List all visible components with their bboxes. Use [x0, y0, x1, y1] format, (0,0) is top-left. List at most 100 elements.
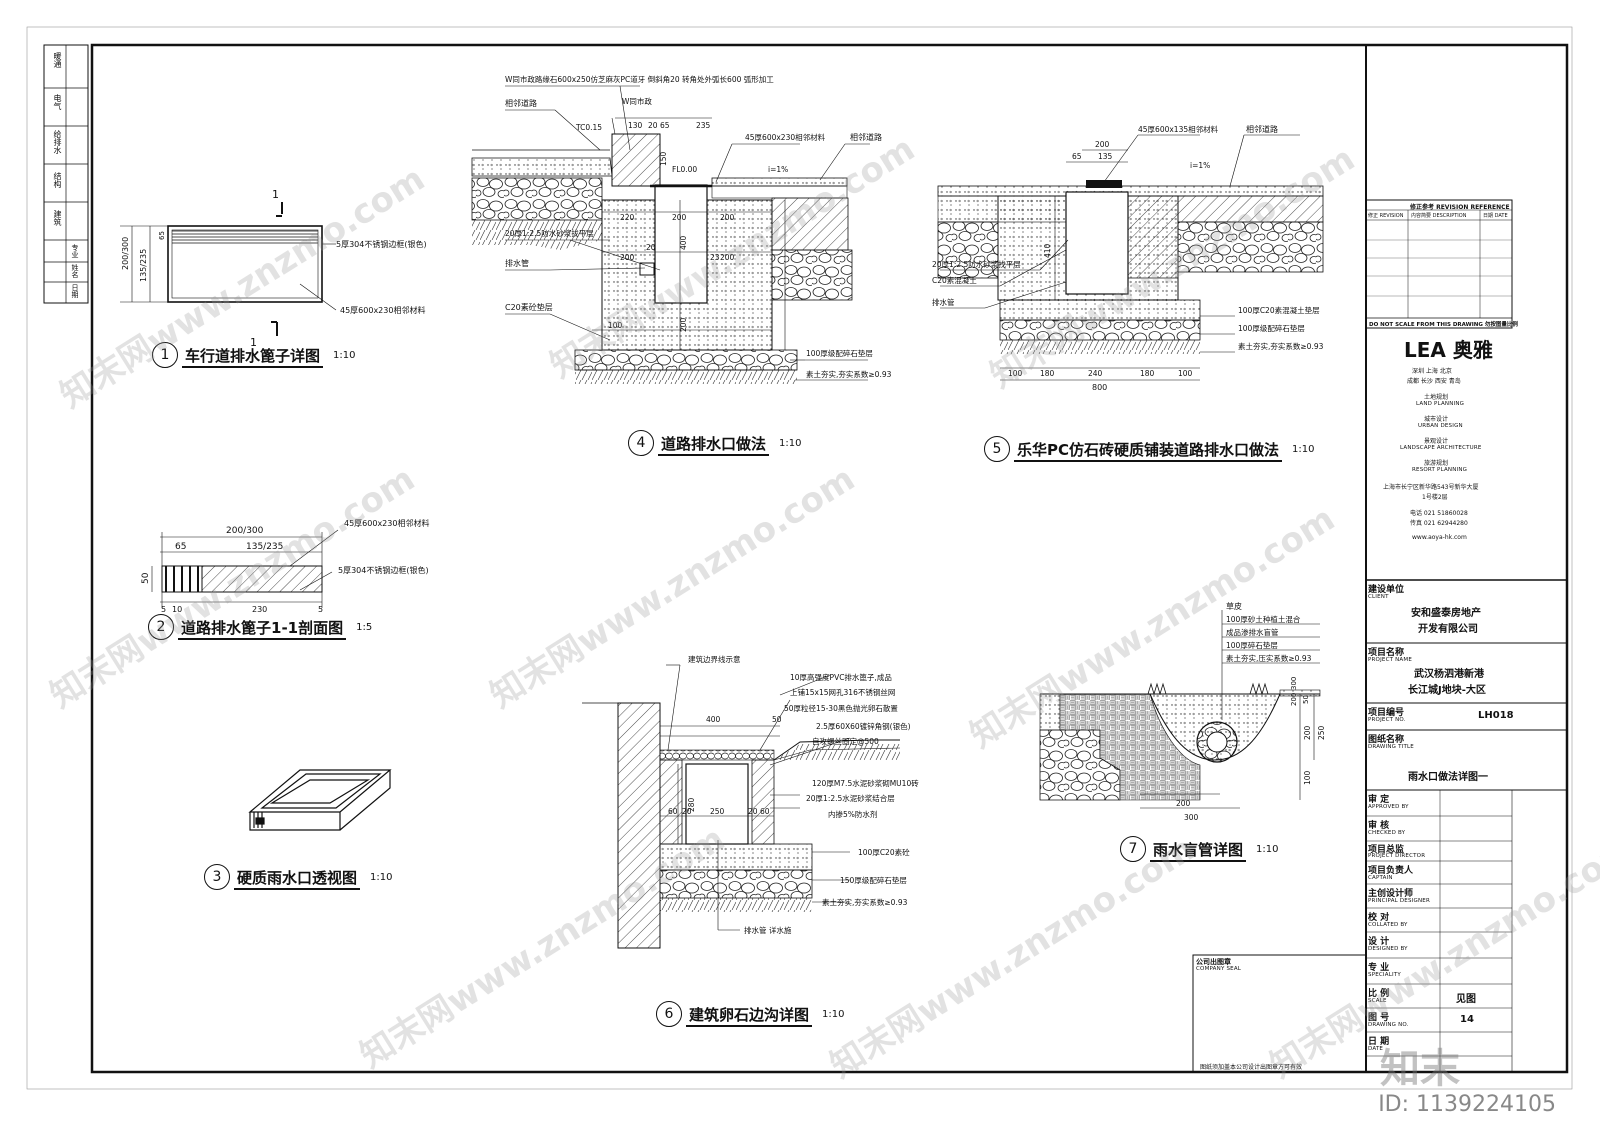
drawing-6-labels: 建筑边界线示意 10厚高强度PVC排水篦子,成品 上铺15x15网孔316不锈钢…	[668, 654, 919, 935]
role-drawing-no-en: DRAWING NO.	[1368, 1022, 1409, 1028]
d6-dim-400: 400	[706, 715, 721, 724]
d1-dim-width: 200/300	[121, 237, 130, 270]
caption-6-title: 建筑卵石边沟详图	[686, 1005, 813, 1027]
d6-note-pipe: 排水管 详水施	[744, 925, 792, 935]
d6-dim-280: 280	[687, 797, 696, 812]
d4-note-curb: W同市政路缘石600x250仿芝麻灰PC道牙 倒斜角20 转角处外弧长600 弧…	[505, 74, 774, 84]
d7-note-soil-mix: 100厚砂土种植土混合	[1226, 614, 1301, 624]
caption-5-title: 乐华PC仿石砖硬质铺装道路排水口做法	[1014, 440, 1283, 462]
role-checked: 审 核	[1368, 821, 1390, 831]
d5-dim-100b: 100	[1178, 369, 1193, 378]
side-electric: 电气	[53, 94, 62, 110]
role-date: 日 期	[1368, 1037, 1390, 1047]
d6-dim-60a: 60	[668, 807, 678, 816]
revision-col-description: 内容简要 DESCRIPTION	[1411, 213, 1467, 219]
d7-dim-50: 50	[1302, 695, 1310, 704]
service-resort-en: RESORT PLANNING	[1412, 467, 1468, 473]
d4-note-concrete: C20素砼垫层	[505, 302, 553, 312]
image-id: ID: 1139224105	[1378, 1092, 1556, 1117]
drawing-title-label-en: DRAWING TITLE	[1368, 744, 1414, 750]
role-approved: 审 定	[1368, 795, 1390, 805]
d5-note-mortar: 20厚1:2.5防水砂浆找平层	[932, 259, 1021, 269]
d6-note-grate: 10厚高强度PVC排水篦子,成品	[790, 672, 892, 682]
d6-dim-250: 250	[710, 807, 725, 816]
d7-note-grass: 草皮	[1226, 601, 1242, 611]
d6-dim-60b: 60	[760, 807, 770, 816]
role-principal-en: PRINCIPAL DESIGNER	[1368, 898, 1430, 904]
d1-note-material: 45厚600x230相邻材料	[340, 305, 425, 315]
d7-dim-300b: 300	[1290, 677, 1298, 690]
d4-dim-fl: FL0.00	[672, 165, 697, 174]
drawing-number: 14	[1460, 1014, 1474, 1025]
d5-dim-65: 65	[1072, 152, 1082, 161]
service-land-cn: 土地规划	[1424, 394, 1449, 401]
revision-header: 修正参考 REVISION REFERENCE	[1410, 204, 1510, 211]
caption-1-number: 1	[152, 342, 178, 368]
drawing-7-labels: 草皮 100厚砂土种植土混合 成品渗排水盲管 100厚碎石垫层 素土夯实,压实系…	[1176, 601, 1326, 822]
side-strip	[43, 44, 89, 304]
d2-dim-230: 230	[252, 605, 267, 614]
d6-note-screw: 自攻螺丝固定@500	[812, 736, 879, 746]
company-tel: 电话 021 51860028	[1410, 510, 1468, 517]
client-label-en: CLIENT	[1368, 594, 1389, 600]
title-block-grid	[1192, 199, 1567, 1073]
d4-dim-100: 100	[608, 321, 623, 330]
d5-dim-180a: 180	[1040, 369, 1055, 378]
caption-4-scale: 1:10	[779, 437, 802, 449]
role-scale: 比 例	[1368, 989, 1390, 999]
caption-4-number: 4	[628, 430, 654, 456]
d5-note-concrete: C20素混凝土	[932, 275, 977, 285]
d7-dim-300a: 300	[1184, 813, 1199, 822]
d6-note-concrete: 100厚C20素砼	[858, 847, 910, 857]
company-seal-note: 图纸须加盖本公司设计出图章方可有效	[1200, 1064, 1303, 1071]
caption-5-scale: 1:10	[1292, 443, 1315, 455]
role-drawing-no: 图 号	[1368, 1013, 1390, 1023]
d1-section-mark-bottom: 1	[250, 336, 257, 349]
caption-2-title: 道路排水篦子1-1剖面图	[178, 618, 347, 640]
d4-dim-200c: 200	[620, 253, 635, 262]
drawing-5-labels: 45厚600x135相邻材料 相邻道路 i=1% 20厚1:2.5防水砂浆找平层…	[932, 124, 1324, 392]
d7-dim-250: 250	[1317, 725, 1326, 740]
d4-dim-235: 235	[696, 121, 711, 130]
d4-dim-20b: 20	[646, 243, 656, 252]
caption-7-scale: 1:10	[1256, 843, 1279, 855]
drawing-7-section	[1039, 610, 1321, 809]
d6-dim-20a: 20	[682, 807, 692, 816]
role-director-en: PROJECT DIRECTOR	[1368, 853, 1426, 859]
client-name-2: 开发有限公司	[1418, 624, 1478, 635]
d5-note-pipe: 排水管	[932, 297, 955, 307]
d6-note-soil: 素土夯实,夯实系数≥0.93	[822, 897, 908, 907]
d6-note-angle: 2.5厚60X60镀锌角钢(银色)	[816, 721, 911, 731]
caption-6-scale: 1:10	[822, 1008, 845, 1020]
caption-4-title: 道路排水口做法	[658, 434, 770, 456]
d2-note-frame: 5厚304不锈钢边框(银色)	[338, 565, 429, 575]
d5-dim-135: 135	[1098, 152, 1113, 161]
d6-note-mesh: 上铺15x15网孔316不锈钢丝网	[790, 687, 895, 697]
d2-dim-5a: 5	[161, 605, 166, 614]
service-resort-cn: 旅游规划	[1424, 460, 1449, 467]
role-speciality: 专 业	[1368, 963, 1390, 973]
d2-dim-10: 10	[172, 605, 182, 614]
client-name-1: 安和盛泰房地产	[1411, 608, 1481, 619]
d7-note-pipe: 成品渗排水盲管	[1226, 627, 1279, 637]
company-cities-2: 成都 长沙 西安 青岛	[1407, 378, 1461, 385]
company-logo: LEA 奥雅	[1404, 338, 1493, 362]
company-cities-1: 深圳 上海 北京	[1412, 368, 1452, 375]
caption-7-number: 7	[1120, 836, 1146, 862]
caption-1-scale: 1:10	[333, 349, 356, 361]
project-name-2: 长江城J地块-大区	[1408, 685, 1486, 696]
d4-note-pipe: 排水管	[505, 258, 529, 268]
d1-dim-65: 65	[158, 231, 166, 240]
brand-watermark: 知末	[1380, 1046, 1460, 1092]
d5-dim-200: 200	[1095, 140, 1110, 149]
caption-2-scale: 1:5	[356, 621, 373, 633]
d4-dim-tc: TC0.15	[575, 123, 602, 132]
d6-note-brick: 120厚M7.5水泥砂浆砌MU10砖	[812, 778, 919, 788]
drawing-2-section	[151, 529, 339, 608]
